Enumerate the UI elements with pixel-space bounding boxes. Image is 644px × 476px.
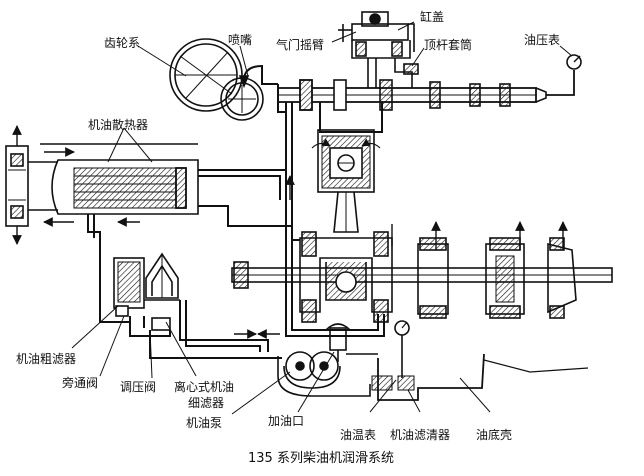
cooler-lines — [28, 143, 198, 227]
cooler-to-gallery — [87, 169, 292, 323]
label-bypass-valve: 旁通阀 — [62, 376, 99, 390]
radiator-left — [5, 125, 29, 245]
leader-lines — [71, 21, 573, 415]
oil-cooler — [51, 159, 199, 215]
figure-caption: 135 系列柴油机润滑系统 — [248, 451, 394, 466]
label-gear-train: 齿轮系 — [104, 36, 141, 50]
label-pressure-regulator: 调压阀 — [120, 380, 157, 394]
label-oil-pan: 油底壳 — [476, 428, 513, 442]
label-pushrod-sleeve: 顶杆套筒 — [424, 38, 473, 52]
label-centrifugal-filter-2: 细滤器 — [188, 396, 225, 410]
label-oil-temp-gauge: 油温表 — [340, 428, 377, 442]
oil-filler — [325, 323, 351, 362]
oil-pump — [277, 351, 371, 397]
crankshaft — [231, 231, 613, 323]
label-rocker-arm: 气门摇臂 — [276, 38, 325, 52]
label-valve-cover: 缸盖 — [420, 10, 445, 24]
label-centrifugal-filter-1: 离心式机油 — [174, 380, 235, 394]
crank-flow-arrows — [431, 221, 568, 250]
label-oil-pump: 机油泵 — [186, 416, 223, 430]
label-oil-cooler: 机油散热器 — [88, 118, 149, 132]
rocker-arm-assembly — [338, 11, 419, 88]
gear-train — [169, 38, 264, 121]
label-oil-strainer: 机油滤清器 — [390, 428, 451, 442]
label-coarse-filter: 机油粗滤器 — [16, 352, 77, 366]
oil-pressure-gauge — [546, 54, 582, 96]
piston-cylinder — [311, 102, 383, 233]
coarse-filter — [113, 257, 145, 317]
main-oil-gallery — [277, 84, 393, 337]
oil-temp-gauge — [394, 320, 410, 378]
label-oil-filler: 加油口 — [268, 414, 305, 428]
centrifugal-filter — [144, 252, 180, 331]
oil-pan — [346, 353, 589, 401]
label-nozzle: 喷嘴 — [228, 33, 253, 47]
filter-pipes — [129, 300, 282, 359]
label-oil-pressure-gauge: 油压表 — [524, 33, 561, 47]
nozzle — [238, 64, 278, 89]
